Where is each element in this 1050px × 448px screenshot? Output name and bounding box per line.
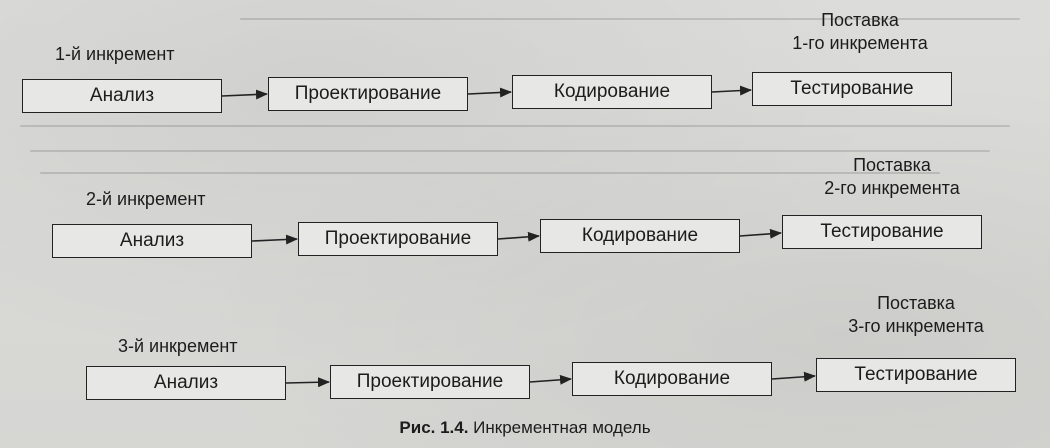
bleed-through-line (20, 125, 1010, 127)
arrow-coding-to-testing-3 (771, 371, 816, 382)
arrow-analysis-to-design-3 (285, 377, 330, 388)
arrow-design-to-coding-2 (497, 231, 540, 242)
stage-coding-2: Кодирование (540, 219, 740, 253)
delivery-1-line-2: 1-го инкремента (792, 33, 928, 53)
stage-testing-1: Тестирование (752, 72, 952, 106)
stage-testing-3: Тестирование (816, 358, 1016, 392)
increment-2-label: 2-й инкремент (86, 189, 206, 209)
bleed-through-line (30, 150, 990, 152)
caption-prefix: Рис. 1.4. (399, 418, 469, 437)
delivery-2-line-2: 2-го инкремента (824, 178, 960, 198)
arrow-analysis-to-design-1 (221, 89, 268, 100)
delivery-3-line-2: 3-го инкремента (848, 316, 984, 336)
increment-2-delivery: Поставка 2-го инкремента (782, 154, 1002, 200)
stage-coding-3: Кодирование (572, 362, 772, 396)
bleed-through-line (40, 172, 940, 174)
increment-3-delivery: Поставка 3-го инкремента (806, 292, 1026, 338)
increment-1-label: 1-й инкремент (55, 44, 175, 64)
increment-1-delivery: Поставка 1-го инкремента (750, 9, 970, 55)
stage-analysis-2: Анализ (52, 224, 252, 258)
delivery-2-line-1: Поставка (853, 155, 931, 175)
stage-design-2: Проектирование (298, 222, 498, 256)
delivery-1-line-1: Поставка (821, 10, 899, 30)
stage-design-3: Проектирование (330, 365, 530, 399)
stage-design-1: Проектирование (268, 77, 468, 111)
arrow-design-to-coding-1 (467, 87, 512, 98)
figure-caption: Рис. 1.4. Инкрементная модель (0, 418, 1050, 438)
bleed-through-line (240, 18, 1020, 20)
arrow-analysis-to-design-2 (251, 234, 298, 245)
arrow-coding-to-testing-2 (739, 228, 782, 239)
caption-text: Инкрементная модель (468, 418, 651, 437)
arrow-coding-to-testing-1 (711, 85, 752, 96)
stage-testing-2: Тестирование (782, 215, 982, 249)
arrow-design-to-coding-3 (529, 374, 572, 385)
stage-coding-1: Кодирование (512, 75, 712, 109)
increment-3-label: 3-й инкремент (118, 336, 238, 356)
stage-analysis-3: Анализ (86, 366, 286, 400)
stage-analysis-1: Анализ (22, 79, 222, 113)
delivery-3-line-1: Поставка (877, 293, 955, 313)
